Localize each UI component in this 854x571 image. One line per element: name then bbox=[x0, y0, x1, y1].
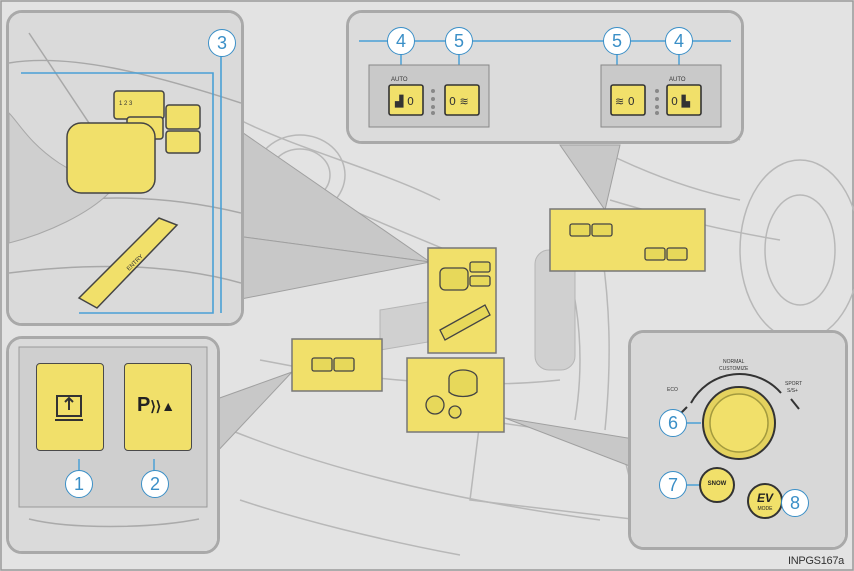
parking-assist-button[interactable]: P⟩⟩▲ bbox=[124, 363, 192, 451]
parking-sensor-icon: P⟩⟩▲ bbox=[137, 394, 176, 416]
ev-mode-label: MODE bbox=[757, 506, 773, 512]
mode-label-ss: S/S+ bbox=[787, 388, 798, 394]
callout-4-right: 4 bbox=[665, 27, 693, 55]
snow-label: SNOW bbox=[707, 481, 727, 487]
mode-label-eco: ECO bbox=[667, 387, 678, 393]
figure-code: INPGS167a bbox=[787, 555, 844, 567]
svg-text:▟ 0: ▟ 0 bbox=[394, 94, 414, 108]
panel-switches: P⟩⟩▲ 1 2 bbox=[6, 336, 220, 554]
traffic-display-icon bbox=[55, 395, 83, 421]
callout-3: 3 bbox=[208, 29, 236, 57]
panel-seat-console: 1 2 3 ENTRY 3 bbox=[6, 10, 244, 326]
callout-6: 6 bbox=[659, 409, 687, 437]
callout-8: 8 bbox=[781, 489, 809, 517]
callout-5-right: 5 bbox=[603, 27, 631, 55]
svg-text:≋ 0: ≋ 0 bbox=[615, 95, 635, 108]
panel-seat-heaters: ▟ 0 0 ≋ ≋ 0 0 ▙ AUTO AUTO 4 5 5 4 bbox=[346, 10, 744, 144]
callout-2: 2 bbox=[141, 470, 169, 498]
drive-mode-dial[interactable] bbox=[703, 387, 775, 459]
callout-7: 7 bbox=[659, 471, 687, 499]
auto-label-left: AUTO bbox=[391, 77, 408, 83]
svg-text:0 ▙: 0 ▙ bbox=[671, 94, 690, 108]
drive-mode-illustration bbox=[631, 333, 845, 547]
console-illustration: 1 2 3 ENTRY bbox=[9, 13, 241, 323]
ev-mode-button[interactable]: EV MODE bbox=[747, 483, 783, 519]
snow-button[interactable]: SNOW bbox=[699, 467, 735, 503]
mode-label-sport: SPORT bbox=[785, 381, 803, 387]
callout-4-left: 4 bbox=[387, 27, 415, 55]
svg-text:0 ≋: 0 ≋ bbox=[449, 95, 469, 108]
mode-label-normal: NORMAL bbox=[723, 359, 745, 365]
mode-label-customize: CUSTOMIZE bbox=[719, 366, 749, 372]
switch-1-button[interactable] bbox=[36, 363, 104, 451]
auto-label-right: AUTO bbox=[669, 77, 686, 83]
ev-label: EV bbox=[756, 491, 773, 505]
callout-1: 1 bbox=[65, 470, 93, 498]
callout-5-left: 5 bbox=[445, 27, 473, 55]
panel-drive-mode: NORMAL CUSTOMIZE ECO SPORT S/S+ SNOW EV … bbox=[628, 330, 848, 550]
svg-text:1 2 3: 1 2 3 bbox=[119, 101, 133, 107]
